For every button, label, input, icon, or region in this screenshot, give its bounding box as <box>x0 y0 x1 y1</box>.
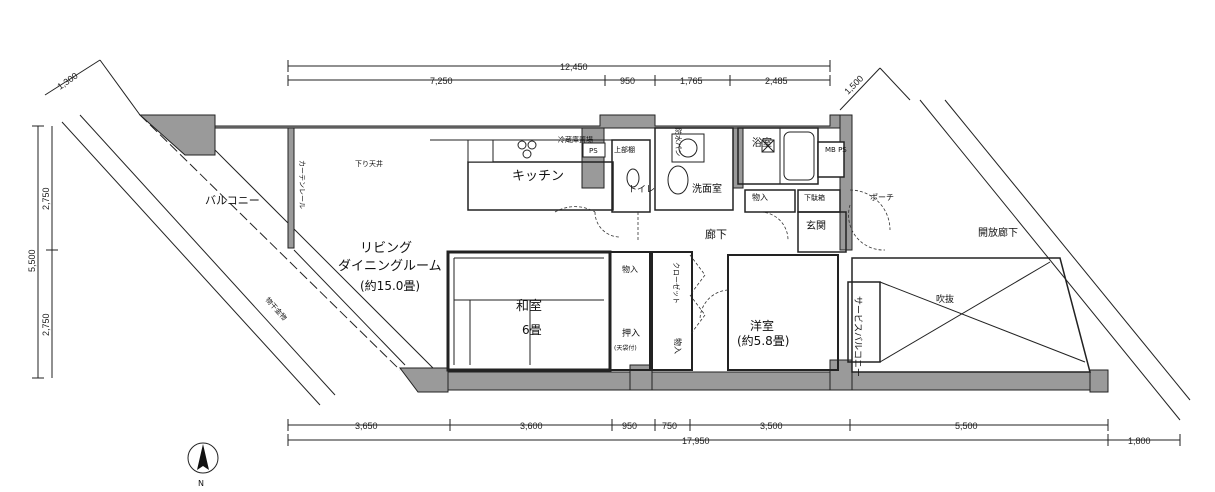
room-living-area: (約15.0畳) <box>360 278 420 293</box>
room-fukinuke: 吹抜 <box>936 293 954 305</box>
balcony-area <box>61 114 446 406</box>
dim-top-2: 950 <box>620 76 635 86</box>
label-shoes: 下駄箱 <box>804 193 825 202</box>
dim-left-1: 2,750 <box>41 187 51 210</box>
room-kitchen: キッチン <box>512 169 564 184</box>
room-toilet: トイレ <box>628 185 655 195</box>
label-curtain-rail: カーテンレール <box>298 160 306 209</box>
kitchen-sink-icon <box>467 139 494 163</box>
label-storage-washitsu: 物入 <box>622 264 638 274</box>
dim-bottom-5: 3,500 <box>760 421 783 431</box>
toilet-icon <box>626 168 640 188</box>
dim-left-2: 2,750 <box>41 313 51 336</box>
label-drying: 物干金物 <box>264 295 289 322</box>
label-bouhan: 防水パン <box>674 128 683 156</box>
fixtures <box>467 131 815 195</box>
room-corridor: 廊下 <box>705 227 727 241</box>
label-tenbukuro: (天袋付) <box>614 344 637 352</box>
room-porch: ポーチ <box>870 193 894 202</box>
room-labels: リビング ダイニングルーム (約15.0畳) キッチン 和室 6畳 洋室 (約5… <box>205 136 1018 377</box>
dimension-diagonal-left: 1,300 <box>44 59 141 116</box>
washbasin-icon <box>667 165 689 195</box>
dim-bottom-right: 1,800 <box>1128 436 1151 446</box>
room-balcony: バルコニー <box>205 194 260 207</box>
room-washitsu: 和室 <box>516 298 542 314</box>
dim-bottom-3: 950 <box>622 421 637 431</box>
dim-top-3: 1,765 <box>680 76 703 86</box>
room-living-line2: ダイニングルーム <box>338 259 442 274</box>
dim-bottom-4: 750 <box>662 421 677 431</box>
label-upper-cabinet: 上部棚 <box>614 145 635 154</box>
dim-top-total: 12,450 <box>560 62 588 72</box>
stove-icon <box>517 140 527 150</box>
compass-label: N <box>198 479 204 488</box>
room-open-corridor: 開放廊下 <box>978 226 1018 239</box>
dim-bottom-2: 3,600 <box>520 421 543 431</box>
dim-bottom-total: 17,950 <box>682 436 710 446</box>
room-bath: 浴室 <box>752 136 772 149</box>
interior-walls <box>293 99 1191 421</box>
dim-left-total: 5,500 <box>27 249 37 272</box>
dim-top-4: 2,485 <box>765 76 788 86</box>
room-youshitsu-area: (約5.8畳) <box>737 333 789 348</box>
dimension-left: 5,500 2,750 2,750 <box>27 125 58 379</box>
north-compass: N <box>187 442 219 488</box>
label-storage-youshitsu: 物入 <box>673 338 683 354</box>
room-washitsu-size: 6畳 <box>522 323 542 337</box>
room-service-balcony: サービスバルコニー <box>852 296 863 377</box>
dim-diag-left: 1,300 <box>55 71 79 92</box>
label-mb-ps: MB PS <box>825 146 847 154</box>
dim-bottom-1: 3,650 <box>355 421 378 431</box>
dimension-diagonal-right: 1,500 <box>839 67 911 111</box>
label-closet: クローゼット <box>672 262 681 304</box>
dimension-bottom: 3,650 3,600 950 750 3,500 5,500 17,950 1… <box>287 419 1181 446</box>
bathtub-icon <box>783 131 815 181</box>
label-sagari-tenjo: 下り天井 <box>355 159 383 168</box>
dimension-top: 12,450 7,250 950 1,765 2,485 <box>287 60 831 86</box>
room-washroom: 洗面室 <box>692 182 722 195</box>
room-youshitsu: 洋室 <box>750 318 774 333</box>
room-living-line1: リビング <box>360 241 412 256</box>
dim-diag-right: 1,500 <box>842 73 865 96</box>
dim-bottom-6: 5,500 <box>955 421 978 431</box>
label-fridge: 冷蔵庫置場 <box>558 135 593 144</box>
room-entrance: 玄関 <box>806 219 826 232</box>
label-ps: PS <box>589 147 598 155</box>
dim-top-1: 7,250 <box>430 76 453 86</box>
label-oshiire: 押入 <box>622 327 640 339</box>
label-storage-hall: 物入 <box>752 192 768 202</box>
doors <box>554 189 891 336</box>
